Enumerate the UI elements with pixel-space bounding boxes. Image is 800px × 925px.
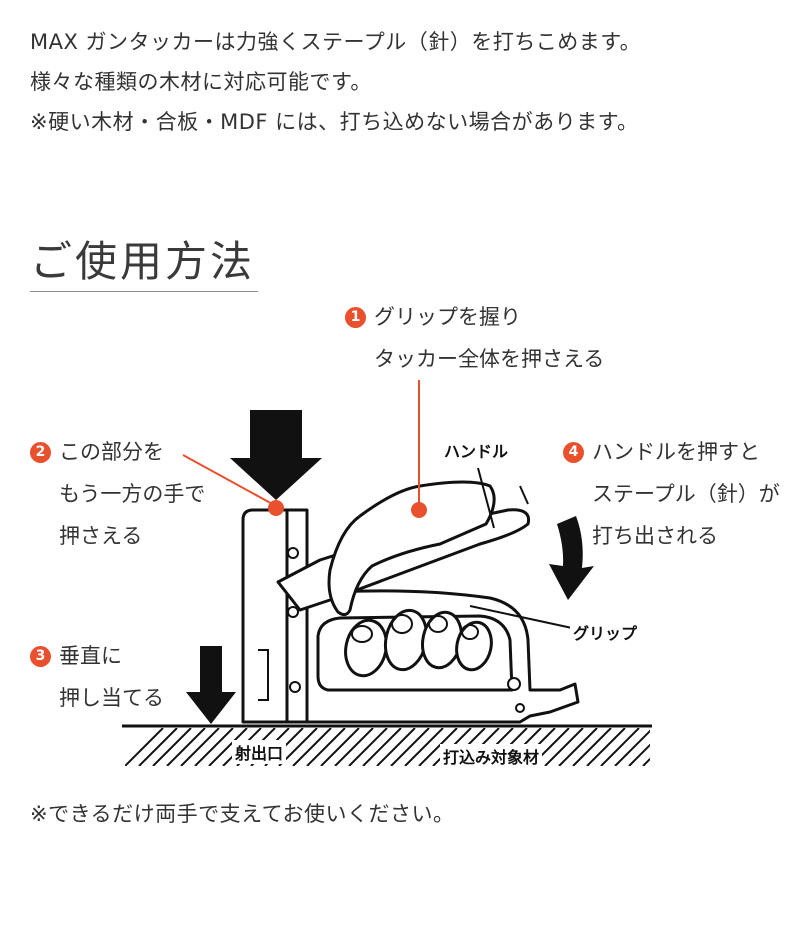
label-target-material: 打込み対象材 [440, 744, 543, 768]
intro-line-1: MAX ガンタッカーは力強くステープル（針）を打ちこめます。 [30, 30, 642, 54]
body-rivets [287, 547, 525, 713]
step-3-line-1: 垂直に [59, 644, 122, 668]
step-4-line-1: ハンドルを押すと [592, 440, 760, 464]
label-handle: ハンドル [441, 438, 512, 462]
section-title: ご使用方法 [30, 237, 256, 286]
step-4-number: 4 [563, 441, 584, 463]
label-grip: グリップ [570, 620, 641, 644]
step-1: 1 グリップを握り タッカー全体を押さえる [345, 296, 604, 380]
step-4-line-3: 打ち出される [592, 524, 718, 548]
step-2-line-1: この部分を [59, 440, 164, 464]
handle-press-arrow [549, 516, 594, 600]
step-3-number: 3 [30, 645, 51, 667]
step-1-line-1: グリップを握り [374, 305, 521, 329]
label-outlet: 射出口 [232, 740, 287, 764]
section-title-underline [30, 291, 258, 292]
step-2: 2 この部分を もう一方の手で 押さえる [30, 431, 205, 557]
step-2-number: 2 [30, 441, 51, 463]
intro-line-2: 様々な種類の木材に対応可能です。 [30, 70, 372, 94]
footnote: ※できるだけ両手で支えてお使いください。 [30, 802, 455, 826]
step1-marker [411, 502, 427, 518]
press-down-arrow [230, 410, 322, 500]
step-2-line-2: もう一方の手で [59, 482, 206, 506]
step-1-number: 1 [345, 306, 366, 328]
step-4: 4 ハンドルを押すと ステープル（針）が 打ち出される [563, 431, 780, 557]
step2-marker [268, 500, 284, 516]
ground-hatch [125, 728, 650, 766]
perpendicular-arrow [186, 646, 236, 724]
step-3-line-2: 押し当てる [59, 686, 164, 710]
leader-lines [182, 380, 573, 629]
step-3: 3 垂直に 押し当てる [30, 635, 164, 719]
fingernails [351, 614, 479, 643]
step-1-line-2: タッカー全体を押さえる [374, 347, 605, 371]
fingers [344, 608, 493, 678]
hand-back [327, 480, 496, 617]
nozzle-detail [258, 649, 269, 701]
step-4-line-2: ステープル（針）が [592, 482, 780, 506]
step-2-line-3: 押さえる [59, 524, 143, 548]
intro-note: ※硬い木材・合板・MDF には、打ち込めない場合があります。 [30, 110, 639, 134]
